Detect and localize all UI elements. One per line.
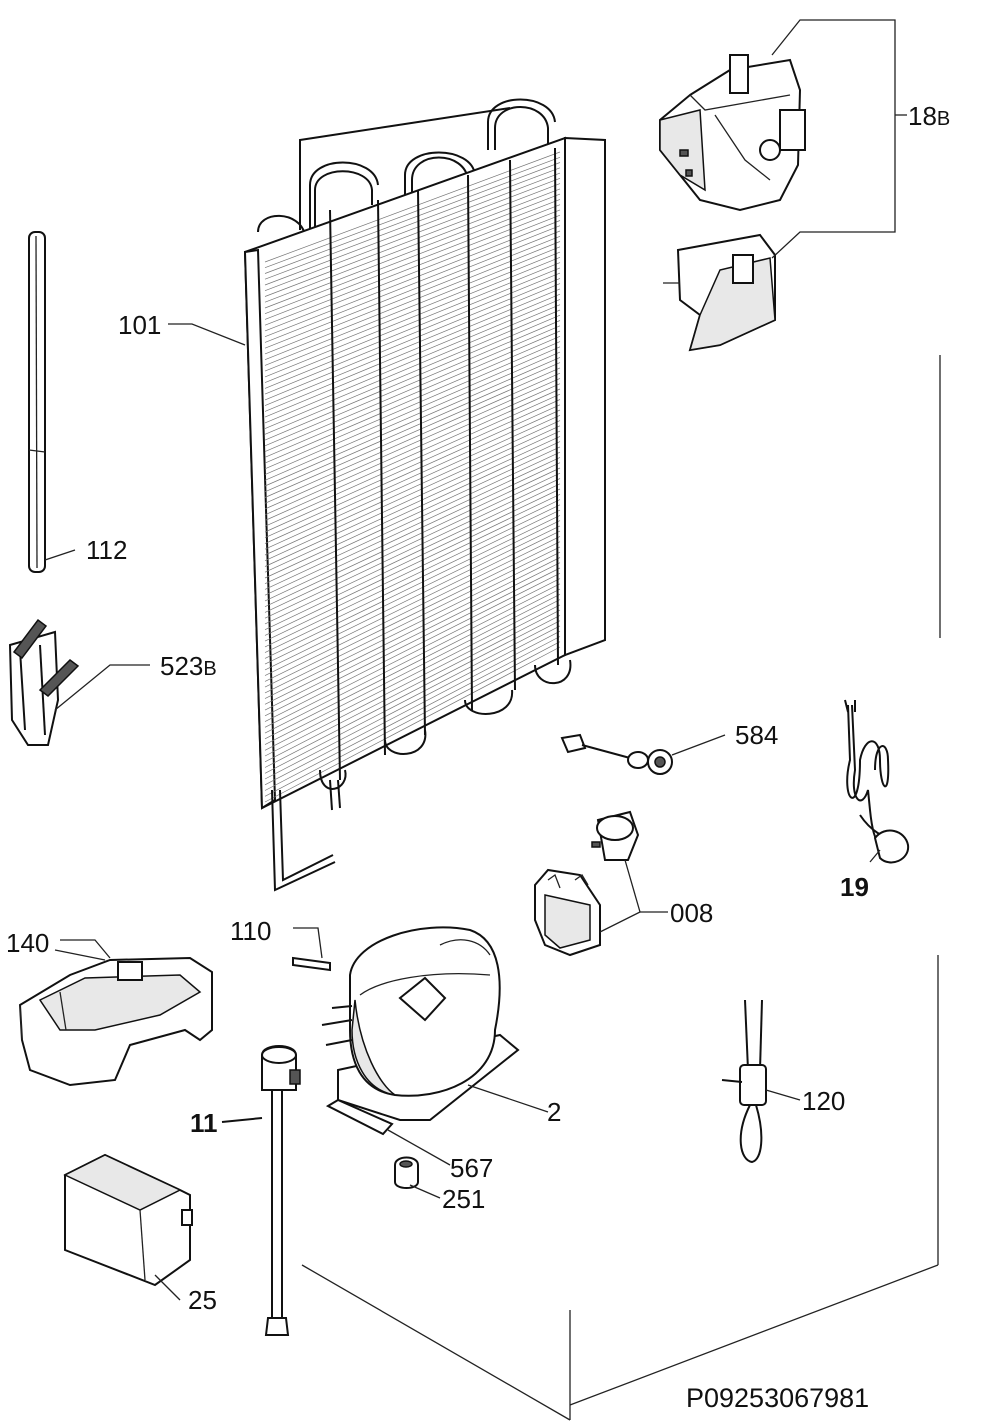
condenser-fin bbox=[264, 378, 561, 510]
condenser-fin bbox=[264, 430, 561, 567]
condenser-fin bbox=[264, 615, 561, 768]
condenser-fin bbox=[264, 530, 561, 676]
condenser-fin bbox=[264, 499, 561, 642]
condenser-fin bbox=[264, 388, 561, 521]
label-112: 112 bbox=[86, 535, 128, 565]
label-140: 140 bbox=[6, 928, 50, 958]
condenser-fin bbox=[264, 483, 561, 625]
sensor-584 bbox=[560, 733, 726, 775]
bracket-18b bbox=[771, 19, 896, 259]
capacitor-25 bbox=[63, 1153, 193, 1301]
condenser-fin bbox=[264, 588, 561, 740]
condenser-fin bbox=[264, 399, 561, 533]
thermostat-housing-18b bbox=[659, 54, 806, 212]
condenser-fin bbox=[264, 472, 561, 613]
condenser-fin bbox=[264, 636, 561, 791]
condenser-101 bbox=[243, 98, 606, 892]
condenser-fin bbox=[264, 462, 561, 602]
compressor-2 bbox=[321, 926, 549, 1121]
condenser-fin bbox=[264, 367, 561, 498]
cabinet-outline bbox=[301, 355, 941, 1421]
condenser-fin bbox=[264, 546, 561, 694]
label-008: 008 bbox=[670, 898, 714, 928]
condenser-fin bbox=[264, 567, 561, 717]
label-523b: 523B bbox=[160, 651, 217, 681]
relay-008 bbox=[534, 810, 668, 957]
condenser-fin bbox=[264, 541, 561, 688]
condenser-fin bbox=[264, 446, 561, 585]
condenser-fin bbox=[264, 625, 561, 780]
condenser-fin bbox=[264, 630, 561, 786]
label-2: 2 bbox=[547, 1097, 562, 1127]
label-11: 11 bbox=[190, 1108, 218, 1138]
condenser-fin bbox=[264, 599, 561, 751]
condenser-fin bbox=[264, 593, 561, 745]
condenser-fin bbox=[264, 583, 561, 734]
condenser-fin bbox=[264, 393, 561, 527]
label-101: 101 bbox=[118, 310, 162, 340]
condenser-fin bbox=[264, 641, 561, 797]
mounting-plate-567 bbox=[325, 1098, 451, 1166]
condenser-fin bbox=[264, 420, 561, 556]
clip-523b bbox=[8, 618, 80, 746]
condenser-fin bbox=[264, 478, 561, 619]
condenser-fin bbox=[264, 646, 561, 803]
leader-lines bbox=[44, 323, 246, 959]
condenser-fin bbox=[264, 578, 561, 728]
label-120: 120 bbox=[802, 1086, 846, 1116]
condenser-fin bbox=[264, 509, 561, 653]
label-18b: 18B bbox=[908, 101, 951, 131]
label-19: 19 bbox=[840, 872, 869, 902]
overload-protector-11 bbox=[221, 1045, 301, 1336]
condenser-fin bbox=[264, 515, 561, 659]
diagram-code: P09253067981 bbox=[686, 1383, 870, 1413]
condenser-fin bbox=[264, 467, 561, 608]
label-25: 25 bbox=[188, 1285, 217, 1315]
thermostat-cover-18b bbox=[663, 233, 776, 352]
drain-tube-112 bbox=[28, 231, 46, 573]
heater-19 bbox=[844, 699, 910, 864]
condenser-fin bbox=[264, 341, 561, 470]
condenser-fin bbox=[264, 520, 561, 665]
condenser-fin bbox=[264, 493, 561, 636]
condenser-fin bbox=[264, 572, 561, 722]
condenser-fin bbox=[264, 335, 561, 464]
condenser-fin bbox=[264, 604, 561, 757]
condenser-fin bbox=[264, 436, 561, 573]
condenser-fin bbox=[264, 488, 561, 631]
condenser-fin bbox=[264, 536, 561, 682]
wire-120 bbox=[721, 999, 801, 1164]
label-251: 251 bbox=[442, 1184, 486, 1214]
condenser-fin bbox=[264, 562, 561, 711]
condenser-fin bbox=[264, 383, 561, 516]
condenser-fin bbox=[264, 409, 561, 544]
condenser-fin bbox=[264, 425, 561, 562]
condenser-fin bbox=[264, 362, 561, 493]
label-110: 110 bbox=[230, 916, 272, 946]
condenser-fin bbox=[264, 404, 561, 539]
condenser-fin bbox=[264, 414, 561, 550]
drip-tray-140 bbox=[18, 949, 213, 1087]
condenser-fin bbox=[264, 457, 561, 596]
condenser-fin bbox=[264, 557, 561, 705]
condenser-fin bbox=[264, 451, 561, 590]
grommet-251 bbox=[394, 1156, 441, 1199]
condenser-fin bbox=[264, 357, 561, 487]
label-584: 584 bbox=[735, 720, 779, 750]
condenser-fin bbox=[264, 346, 561, 475]
label-567: 567 bbox=[450, 1153, 494, 1183]
condenser-fin bbox=[264, 525, 561, 671]
pipe-110 bbox=[292, 927, 331, 972]
condenser-fin bbox=[264, 551, 561, 699]
condenser-fin bbox=[264, 504, 561, 648]
condenser-fin bbox=[264, 441, 561, 579]
condenser-fin bbox=[264, 620, 561, 774]
condenser-fin bbox=[264, 372, 561, 504]
condenser-fin bbox=[264, 351, 561, 481]
condenser-fin bbox=[264, 609, 561, 763]
